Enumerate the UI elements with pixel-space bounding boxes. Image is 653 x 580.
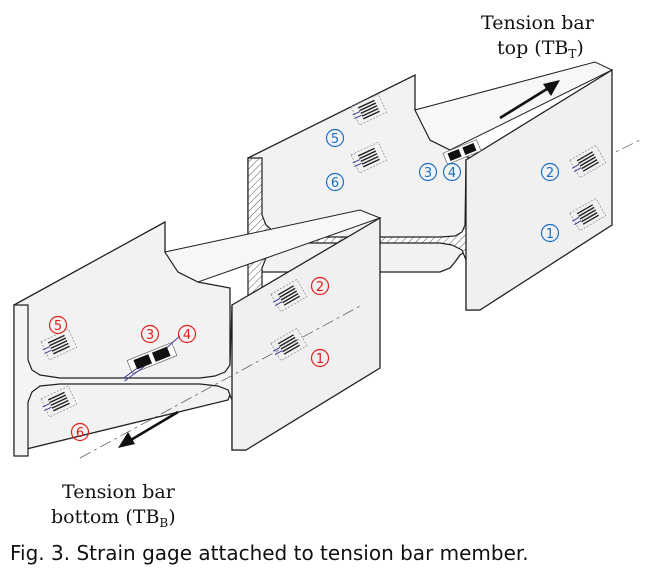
gauge-numbers-bottom: 5 6 3 4 2 1 [48,276,330,442]
figure-number: Fig. 3. [10,541,71,565]
strain-gauge-bottom-3-4 [123,335,181,382]
strain-gauge-top-3-4 [442,139,482,165]
gauge-number-bottom-4: 4 [183,328,191,343]
gauge-number-bottom-3: 3 [146,328,154,343]
gauge-numbers-top: 5 6 3 4 2 1 [325,128,560,243]
gauge-number-top-3: 3 [424,166,432,181]
bottom-bar: 5 6 3 4 2 1 [13,209,382,459]
figure-caption: Fig. 3. Strain gage attached to tension … [10,541,529,565]
label-tension-bar-bottom-line1: Tension bar [62,481,175,503]
gauge-number-top-5: 5 [331,132,339,147]
gauge-number-top-2: 2 [546,166,554,181]
gauge-number-top-6: 6 [331,176,339,191]
gauge-number-bottom-5: 5 [54,319,62,334]
label-tension-bar-bottom-line2: bottom (TBB) [51,506,176,530]
gauge-number-bottom-1: 1 [316,352,324,367]
caption-text: Strain gage attached to tension bar memb… [76,541,529,565]
arrow-top [499,80,560,120]
gauge-number-bottom-2: 2 [316,280,324,295]
label-tension-bar-top-line2: top (TBT) [497,37,584,61]
gauge-number-bottom-6: 6 [76,426,84,441]
gauge-number-top-4: 4 [448,166,456,181]
arrow-bottom [118,410,179,448]
label-tension-bar-top-line1: Tension bar [481,12,594,34]
gauge-number-top-1: 1 [546,227,554,242]
